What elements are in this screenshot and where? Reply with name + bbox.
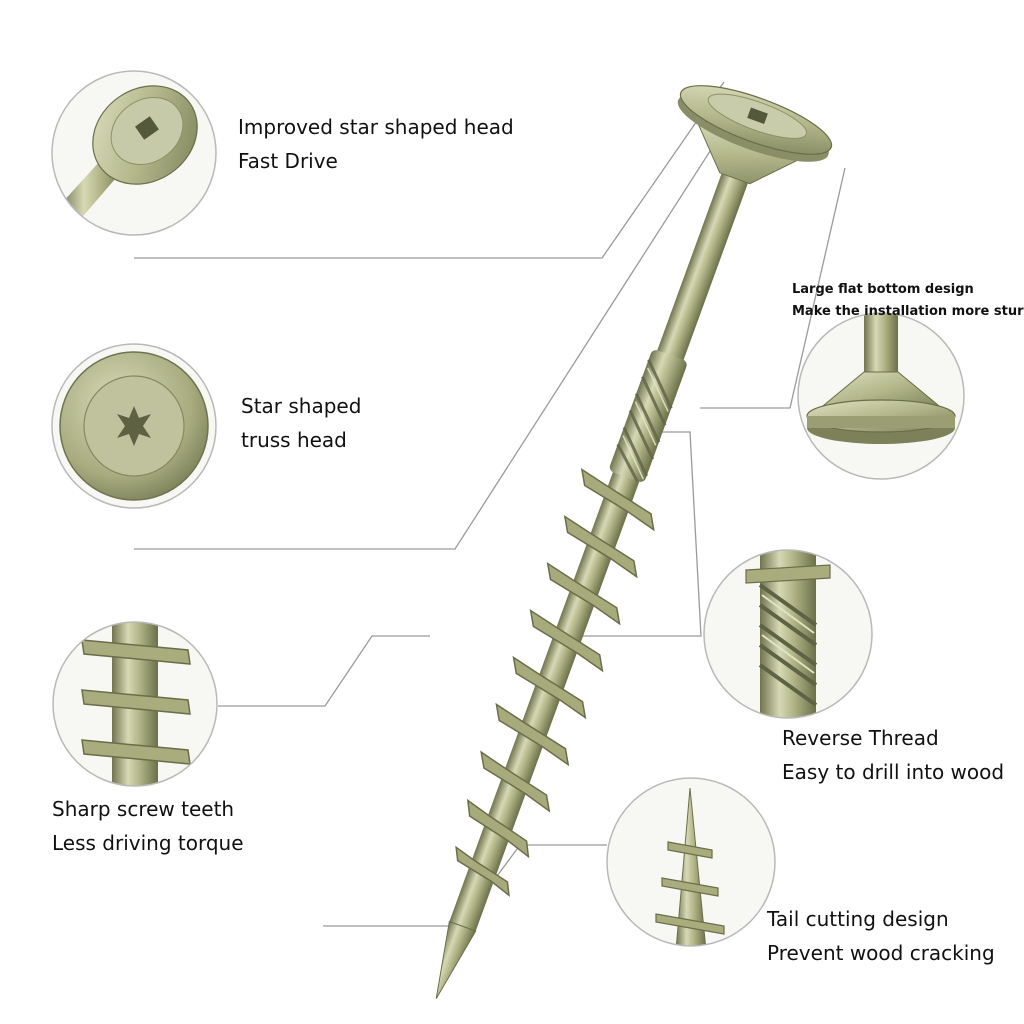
callout-truss-subtitle: truss head <box>241 428 347 452</box>
star-drive-icon <box>117 406 151 446</box>
callout-thread-subtitle: Easy to drill into wood <box>782 760 1005 784</box>
callout-teeth-subtitle: Less driving torque <box>52 831 244 855</box>
callout-bottom: Large flat bottom design Make the instal… <box>792 279 1024 323</box>
callout-thread: Reverse Thread Easy to drill into wood <box>782 721 1004 789</box>
callout-teeth: Sharp screw teeth Less driving torque <box>52 792 244 860</box>
callout-head-title: Improved star shaped head <box>238 115 514 139</box>
leader-truss <box>134 119 731 550</box>
leader-bottom <box>700 167 846 409</box>
main-screw-icon <box>435 85 833 999</box>
callout-tail-subtitle: Prevent wood cracking <box>767 941 995 965</box>
leader-head <box>134 81 725 259</box>
head-closeup-icon <box>51 70 217 236</box>
callout-bottom-subtitle: Make the installation more sturdy <box>792 304 1024 319</box>
screw-teeth-closeup-icon <box>52 621 218 787</box>
callout-truss: Star shaped truss head <box>241 389 361 457</box>
reverse-thread-closeup-icon <box>703 549 873 719</box>
leader-thread <box>580 431 702 637</box>
truss-head-closeup-icon <box>51 343 217 509</box>
callout-tail: Tail cutting design Prevent wood crackin… <box>767 902 995 970</box>
callout-head-subtitle: Fast Drive <box>238 149 338 173</box>
callout-bottom-title: Large flat bottom design <box>792 282 974 297</box>
callout-teeth-title: Sharp screw teeth <box>52 797 235 821</box>
callout-head: Improved star shaped head Fast Drive <box>238 110 514 178</box>
leader-teeth <box>218 635 430 707</box>
tail-cutting-closeup-icon <box>606 777 776 947</box>
callout-thread-title: Reverse Thread <box>782 726 939 750</box>
callout-truss-title: Star shaped <box>241 394 362 418</box>
flat-bottom-closeup-icon <box>797 312 965 480</box>
callout-tail-title: Tail cutting design <box>767 907 949 931</box>
